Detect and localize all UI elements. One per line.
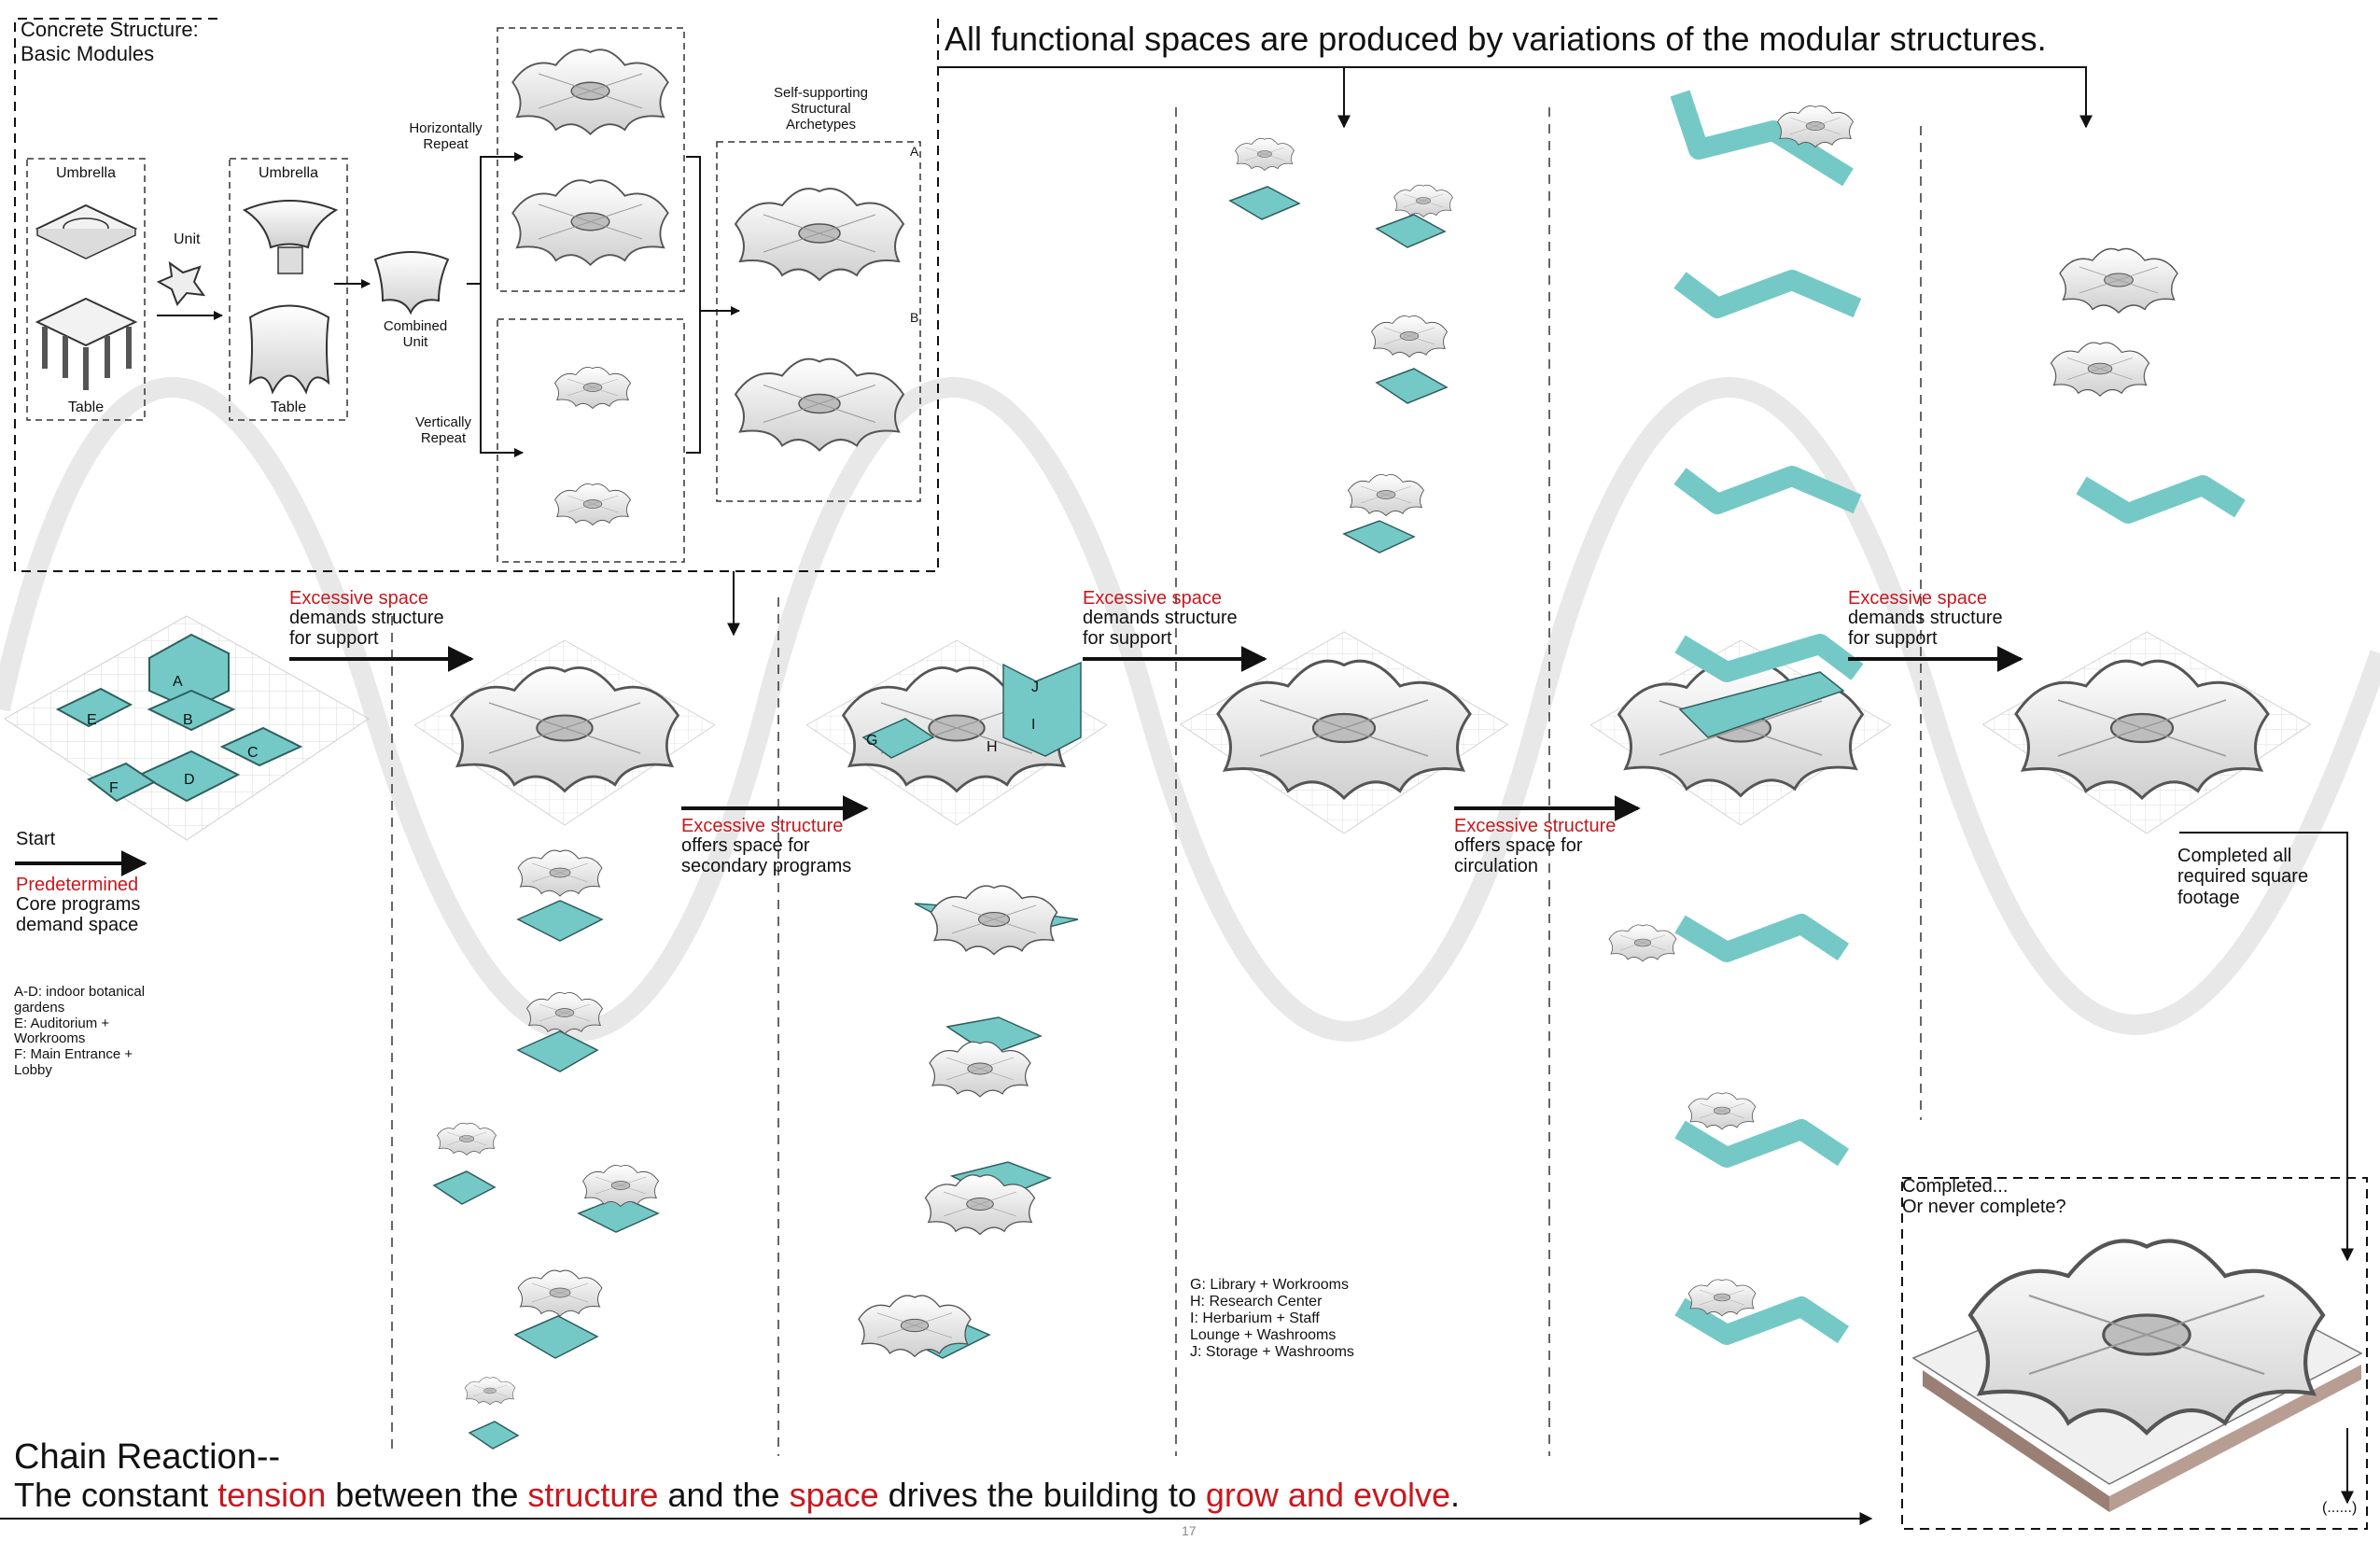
block-label-f: F: [109, 780, 119, 796]
modules-box: [14, 18, 939, 572]
label-horizontally-repeat: Horizontally Repeat: [409, 120, 483, 152]
completed-question: Completed... Or never complete?: [1902, 1176, 2066, 1218]
unit-star-icon: [156, 260, 206, 306]
label-umbrella-2: Umbrella: [258, 165, 318, 181]
background-wave: [0, 377, 2380, 1042]
final-building-render: [1911, 1241, 2363, 1512]
umbrella-module-icon: [35, 203, 138, 259]
step2-black: offers space for secondary programs: [681, 835, 852, 877]
start-label: Start: [16, 829, 56, 849]
step5-red: Excessive space: [1848, 588, 1987, 609]
modules-heading-2: Basic Modules: [21, 42, 155, 65]
block-label-e: E: [87, 712, 97, 728]
box-archetypes: [716, 141, 921, 502]
completed-box: [1901, 1177, 2368, 1530]
step5-black: demands structure for support: [1848, 608, 2003, 650]
umbrella-module-icon-2: [242, 200, 339, 274]
statement-part-2: between the: [326, 1476, 528, 1514]
label-table-2: Table: [270, 399, 307, 415]
label-vertically-repeat: Vertically Repeat: [414, 414, 472, 446]
step4-black: offers space for circulation: [1454, 835, 1583, 877]
block-label-b: B: [183, 712, 193, 728]
block-label-h: H: [987, 739, 998, 755]
table-module-icon: [35, 297, 138, 390]
statement-part-1: The constant: [14, 1476, 218, 1514]
box-vertical-repeat: [497, 318, 685, 563]
ellipsis-label: (......): [2322, 1500, 2358, 1516]
step1-red: Excessive space: [289, 588, 428, 609]
circulation-paths: [1670, 90, 2246, 1345]
statement-word-structure: structure: [527, 1476, 659, 1514]
step4-red: Excessive structure: [1454, 816, 1617, 836]
block-label-c: C: [247, 745, 259, 761]
block-label-a: A: [173, 674, 183, 690]
label-archetype-b: B: [910, 310, 919, 325]
statement-word-space: space: [789, 1476, 879, 1514]
program-blocks-start: [55, 633, 303, 803]
step1-black: demands structure for support: [289, 608, 444, 650]
block-label-d: D: [184, 772, 195, 788]
modules-heading-1: Concrete Structure:: [21, 18, 199, 41]
label-combined-unit: Combined Unit: [383, 318, 448, 350]
step3-red: Excessive space: [1083, 588, 1222, 609]
statement-part-4: drives the building to: [878, 1476, 1206, 1514]
label-archetypes: Self-supporting Structural Archetypes: [774, 85, 868, 133]
block-label-i: I: [1031, 717, 1036, 733]
page-title: All functional spaces are produced by va…: [945, 20, 2047, 58]
legend-g-j: G: Library + Workrooms H: Research Cente…: [1190, 1277, 1354, 1360]
legend-a-f: A-D: indoor botanical gardens E: Auditor…: [14, 984, 146, 1078]
chain-reaction-title: Chain Reaction--: [14, 1437, 281, 1477]
label-unit: Unit: [174, 231, 201, 247]
statement-word-grow-evolve: grow and evolve: [1205, 1476, 1451, 1514]
completed-all-label: Completed all required square footage: [2177, 846, 2309, 908]
core-programs-label: Core programs demand space: [16, 894, 141, 936]
label-table-1: Table: [67, 399, 105, 415]
step2-red: Excessive structure: [681, 816, 844, 836]
predetermined-label: Predetermined: [16, 875, 139, 895]
combined-unit-icon: [373, 251, 450, 315]
page-number: 17: [1182, 1523, 1197, 1538]
statement-part-3: and the: [658, 1476, 790, 1514]
block-label-g: G: [866, 733, 878, 749]
box-umbrella-table-2: [229, 158, 348, 421]
box-umbrella-table-1: [26, 158, 146, 421]
box-horizontal-repeat: [497, 27, 685, 292]
statement-part-5: .: [1450, 1476, 1461, 1514]
label-umbrella-1: Umbrella: [55, 165, 116, 181]
statement-word-tension: tension: [217, 1476, 327, 1514]
label-archetype-a: A: [910, 144, 919, 159]
block-label-j: J: [1031, 679, 1039, 695]
teal-volumes: [432, 186, 1845, 1450]
chain-reaction-statement: The constant tension between the structu…: [14, 1476, 1461, 1514]
step3-black: demands structure for support: [1083, 608, 1238, 650]
table-module-icon-2: [248, 304, 330, 395]
